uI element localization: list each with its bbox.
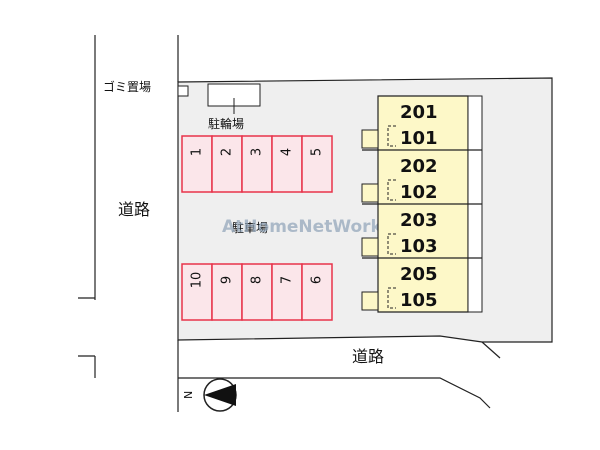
unit-number-lower: 103 <box>400 236 438 257</box>
parking-bottom-slot-6 <box>301 263 333 321</box>
unit-entrance <box>361 183 379 203</box>
parking-top-slot-number: 3 <box>250 148 265 156</box>
parking-top-slot-number: 1 <box>190 148 205 156</box>
parking-bottom-slot-number: 8 <box>250 276 265 284</box>
parking-top-slot-1 <box>181 135 213 193</box>
unit-number-upper: 202 <box>400 156 438 177</box>
unit-number-upper: 201 <box>400 102 438 123</box>
unit-number-lower: 102 <box>400 182 438 203</box>
compass-arrow-icon <box>204 384 236 406</box>
garbage-label: ゴミ置場 <box>103 79 151 94</box>
parking-bottom-slot-9 <box>211 263 243 321</box>
road-left-label: 道路 <box>118 200 150 219</box>
parking-row-top: 1 2 3 4 5 <box>181 135 333 193</box>
parking-top-slot-number: 2 <box>220 148 235 156</box>
unit-stair <box>387 233 396 255</box>
garbage-box <box>177 85 189 97</box>
watermark: AtHomeNetWork <box>222 217 383 237</box>
apartment-building: 201 101 202 102 203 103 205 105 <box>361 95 483 313</box>
bike-parking-label: 駐輪場 <box>208 116 244 131</box>
parking-bottom-slot-8 <box>241 263 273 321</box>
parking-bottom-slot-number: 9 <box>220 276 235 284</box>
unit-entrance <box>361 129 379 149</box>
parking-top-slot-4 <box>271 135 303 193</box>
parking-bottom-slot-7 <box>271 263 303 321</box>
unit-number-lower: 101 <box>400 128 438 149</box>
unit-number-upper: 205 <box>400 264 438 285</box>
unit-entrance <box>361 291 379 311</box>
unit-stair <box>387 179 396 201</box>
parking-bottom-slot-number: 10 <box>190 272 205 289</box>
unit-stair <box>387 125 396 147</box>
parking-bottom-slot-number: 6 <box>310 276 325 284</box>
road-bottom-corner <box>481 341 501 359</box>
parking-top-slot-5 <box>301 135 333 193</box>
parking-row-bottom: 10 9 8 7 6 <box>181 263 333 321</box>
parking-bottom-slot-number: 7 <box>280 276 295 284</box>
parking-bottom-slot-10 <box>181 263 213 321</box>
parking-label: 駐車場 <box>232 220 268 235</box>
unit-number-lower: 105 <box>400 290 438 311</box>
unit-number-upper: 203 <box>400 210 438 231</box>
road-bottom-edge <box>178 377 491 409</box>
compass-north-label: N <box>182 391 195 399</box>
compass: N <box>182 378 237 412</box>
unit-stair <box>387 287 396 309</box>
parking-top-slot-number: 5 <box>310 148 325 156</box>
parking-top-slot-number: 4 <box>280 148 295 156</box>
unit-entrance <box>361 237 379 257</box>
parking-top-slot-2 <box>211 135 243 193</box>
road-bottom-label: 道路 <box>352 347 384 366</box>
parking-top-slot-3 <box>241 135 273 193</box>
